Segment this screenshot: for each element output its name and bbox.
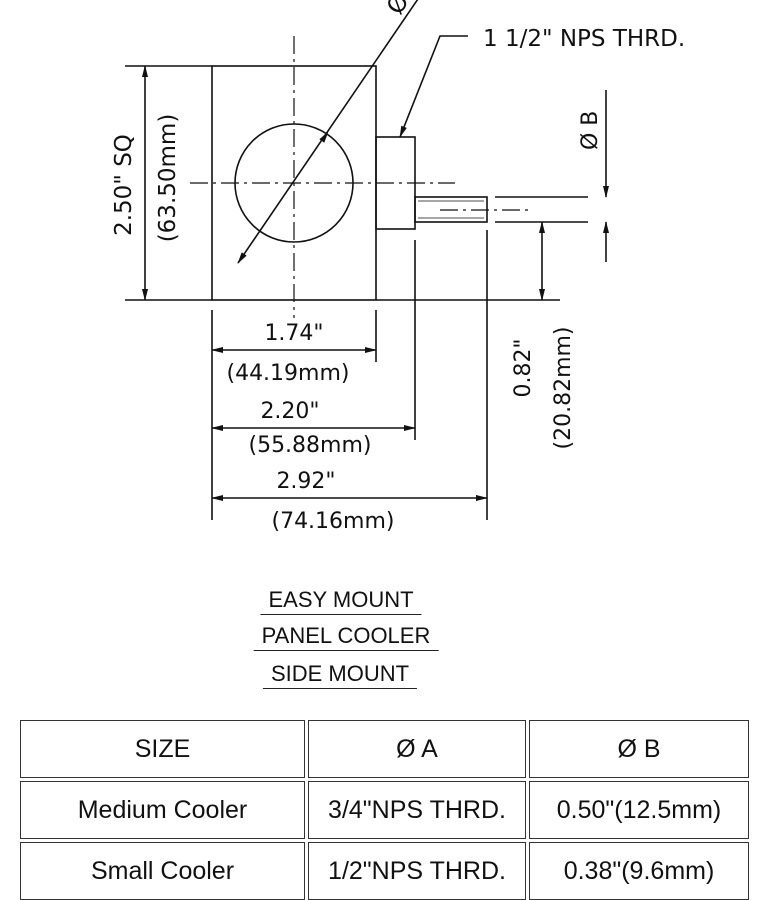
title-panel-cooler: PANEL COOLER [253, 623, 439, 651]
row-small-dia-a: 1/2"NPS THRD. [308, 842, 526, 900]
header-dia-b: Ø B [529, 720, 749, 778]
offset-in: 0.82" [511, 338, 536, 397]
header-dia-a: Ø A [308, 720, 526, 778]
dia-a-label: Ø A [381, 0, 427, 19]
height-in-label: 2.50" SQ [111, 134, 137, 236]
row-medium-dia-b: 0.50"(12.5mm) [529, 781, 749, 839]
technical-drawing: Ø A 1 1/2" NPS THRD. Ø B 2.50" SQ (63.50… [111, 0, 685, 534]
height-mm-label: (63.50mm) [155, 114, 181, 243]
header-size: SIZE [20, 720, 305, 778]
row-small-dia-b: 0.38"(9.6mm) [529, 842, 749, 900]
row-medium-dia-a: 3/4"NPS THRD. [308, 781, 526, 839]
thread-callout: 1 1/2" NPS THRD. [483, 26, 685, 52]
dim1-mm: (44.19mm) [226, 361, 349, 386]
dim2-in: 2.20" [260, 399, 319, 424]
dia-b-label: Ø B [578, 111, 603, 150]
dim1-in: 1.74" [264, 321, 323, 346]
offset-mm: (20.82mm) [551, 326, 576, 449]
dim3-mm: (74.16mm) [271, 509, 394, 534]
title-side-mount: SIDE MOUNT [262, 661, 418, 689]
dim2-mm: (55.88mm) [248, 433, 371, 458]
title-easy-mount: EASY MOUNT [260, 587, 422, 615]
dim3-in: 2.92" [276, 469, 335, 494]
row-medium-size: Medium Cooler [20, 781, 305, 839]
row-small-size: Small Cooler [20, 842, 305, 900]
